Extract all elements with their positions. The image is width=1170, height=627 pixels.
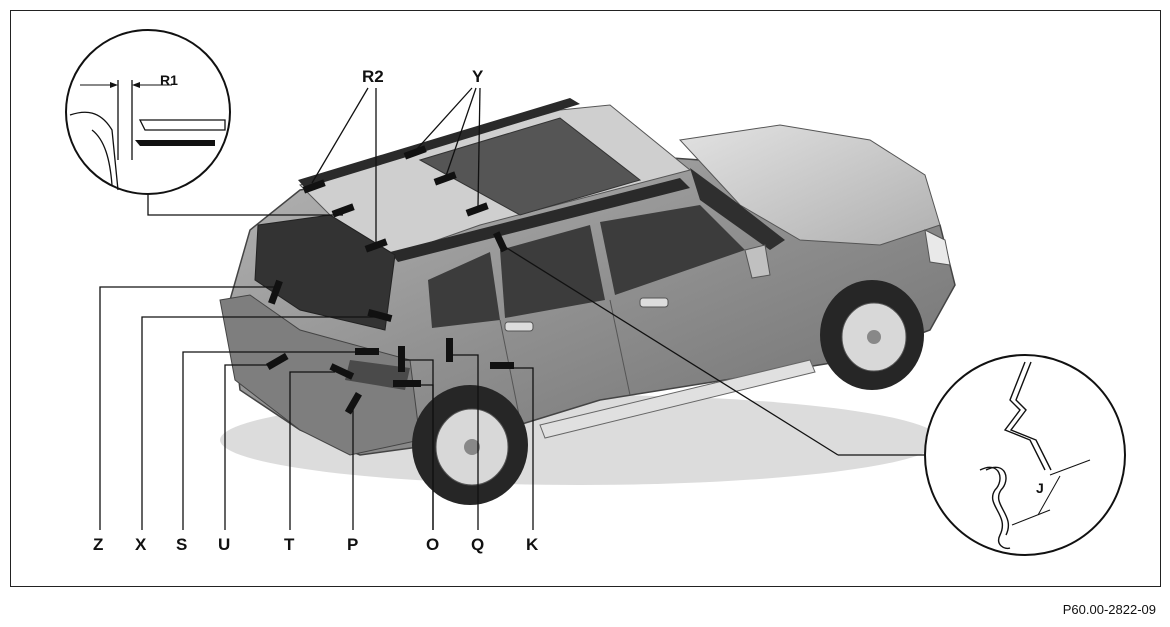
rear-wheel [412,385,528,505]
marker-q [446,338,453,362]
marker-o [398,346,405,372]
measurement-markers [265,145,514,415]
marker-z [268,279,283,305]
label-o: O [426,535,439,554]
label-r2: R2 [362,67,384,86]
label-z: Z [93,535,103,554]
label-q: Q [471,535,484,554]
marker-s [355,348,379,355]
diagram-frame [10,10,1161,587]
label-p: P [347,535,358,554]
marker-x [367,308,393,322]
label-y: Y [472,67,484,86]
inset-j [924,354,1126,556]
marker-t [329,363,355,380]
label-s: S [176,535,187,554]
marker-p [344,391,362,415]
marker-r2-left [302,179,326,194]
label-k: K [526,535,539,554]
marker-o2 [393,380,421,387]
marker-y-3 [465,202,489,217]
label-r1: R1 [160,72,178,88]
marker-y-1 [403,145,427,160]
leader-lines [99,87,925,530]
label-t: T [284,535,295,554]
vehicle-body [219,98,956,485]
marker-r1 [331,203,355,218]
marker-r2-right [364,238,388,253]
marker-y-2 [433,171,457,186]
label-j: J [1036,480,1044,496]
marker-k [490,362,514,369]
marker-u [265,352,289,370]
front-wheel [820,280,924,390]
figure-code: P60.00-2822-09 [1062,602,1156,617]
inset-r1 [65,29,231,195]
label-x: X [135,535,147,554]
label-u: U [218,535,230,554]
